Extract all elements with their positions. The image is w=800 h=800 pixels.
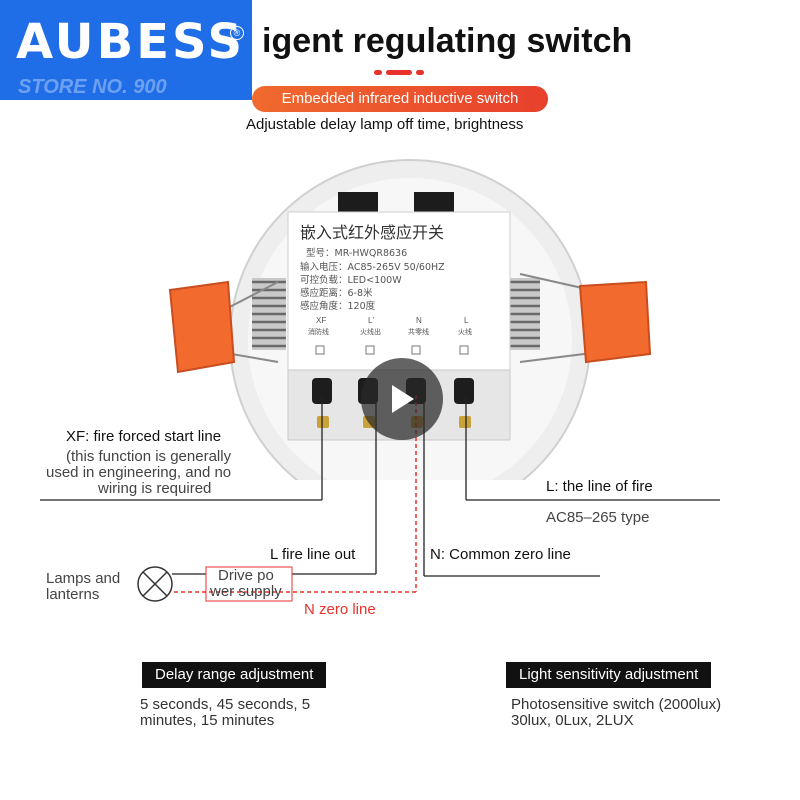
n-zero-label: N zero line	[304, 601, 376, 618]
label-line: 型号：MR-HWQR8636	[306, 248, 407, 259]
switch-device-illustration: 嵌入式红外感应开关 型号：MR-HWQR8636 输入电压：AC85-265V …	[168, 159, 652, 480]
light-section-line: Photosensitive switch (2000lux)	[511, 696, 722, 713]
l-out-label: L fire line out	[270, 546, 356, 563]
terminal-code: L	[464, 316, 469, 325]
terminal-name: 共零线	[408, 327, 429, 336]
light-section-title: Light sensitivity adjustment	[506, 662, 712, 688]
decorative-dots	[374, 70, 424, 75]
store-number: STORE NO. 900	[18, 76, 167, 98]
label-heading: 嵌入式红外感应开关	[300, 223, 444, 242]
brand-banner	[0, 0, 252, 100]
registered-mark: ®	[230, 26, 244, 40]
ac-type-label: AC85–265 type	[546, 509, 650, 526]
terminal-name: 消防线	[308, 327, 329, 336]
terminal-name: 火线出	[360, 327, 381, 336]
label-line: 感应角度：120度	[300, 300, 376, 312]
delay-section-line: minutes, 15 minutes	[140, 712, 275, 729]
feature-pill: Embedded infrared inductive switch	[252, 86, 548, 112]
play-icon[interactable]	[392, 385, 414, 413]
delay-section-title: Delay range adjustment	[142, 662, 327, 688]
xf-title: XF: fire forced start line	[66, 428, 222, 445]
xf-note-line: used in engineering, and no	[46, 464, 232, 481]
page-title: igent regulating switch	[262, 22, 633, 60]
n-common-label: N: Common zero line	[430, 546, 571, 563]
subtitle: Adjustable delay lamp off time, brightne…	[246, 116, 524, 133]
lamp-icon	[137, 566, 173, 602]
xf-note-line: wiring is required	[98, 480, 212, 497]
label-line: 感应距离：6-8米	[300, 287, 373, 299]
light-section-line: 30lux, 0Lux, 2LUX	[511, 712, 634, 729]
drive-supply-label: wer supply	[210, 583, 282, 600]
xf-note-line: (this function is generally	[66, 448, 232, 465]
brand-name: AUBESS	[16, 14, 246, 70]
terminal-code: N	[416, 316, 422, 325]
label-line: 可控负载：LED<100W	[300, 274, 402, 286]
right-spring	[506, 278, 540, 350]
l-fire-label: L: the line of fire	[546, 478, 653, 495]
delay-section-line: 5 seconds, 45 seconds, 5	[140, 696, 311, 713]
drive-supply-label: Drive po	[218, 567, 274, 584]
lamps-label: lanterns	[46, 586, 100, 603]
terminal-name: 火线	[458, 327, 472, 336]
lamps-label: Lamps and	[46, 570, 121, 587]
left-spring	[252, 278, 286, 350]
terminal-code: XF	[316, 316, 326, 325]
label-line: 输入电压：AC85-265V 50/60HZ	[300, 261, 445, 273]
terminal-code: L'	[368, 316, 374, 325]
